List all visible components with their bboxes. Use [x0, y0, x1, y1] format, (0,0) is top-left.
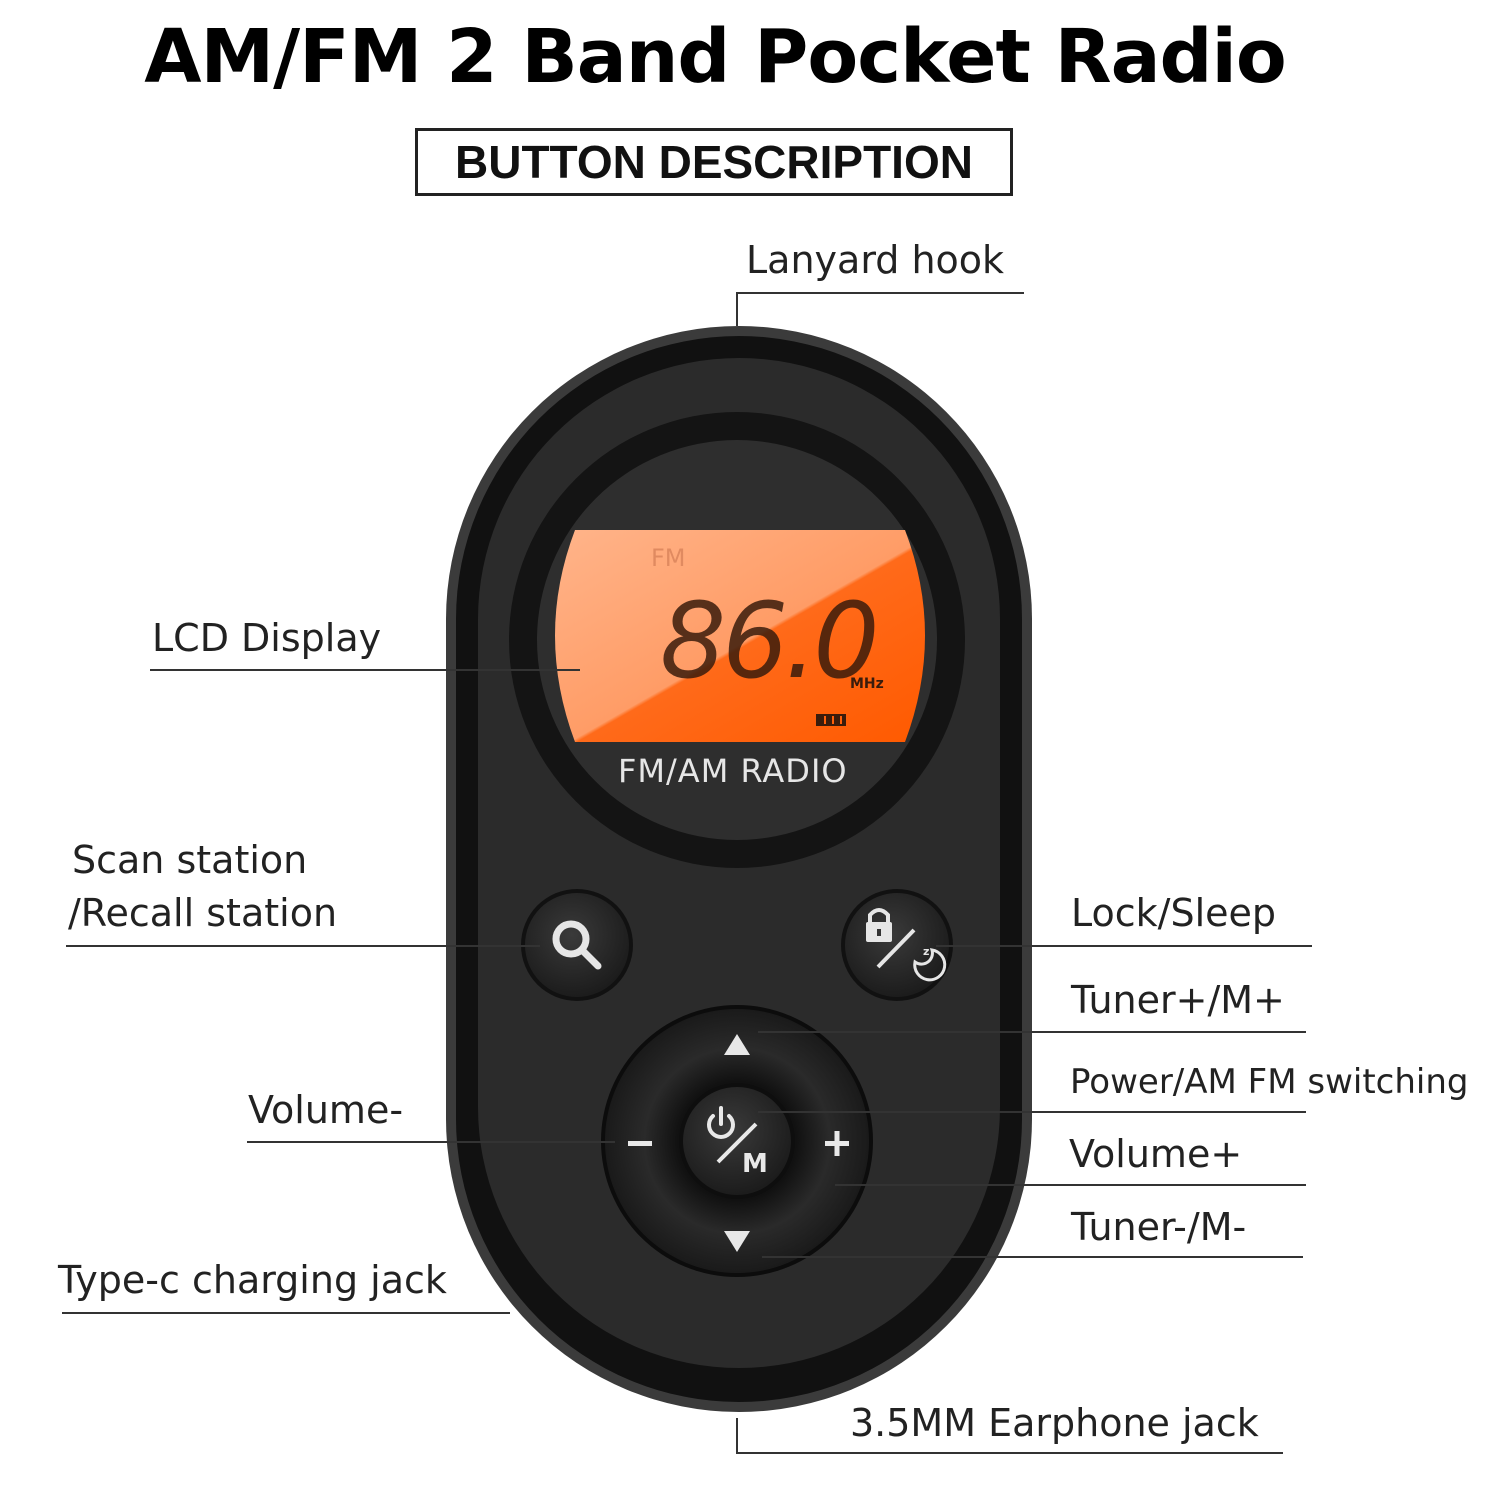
label-power-switch: Power/AM FM switching: [1070, 1062, 1469, 1102]
label-volume-minus: Volume-: [248, 1088, 404, 1132]
label-tuner-plus: Tuner+/M+: [1071, 978, 1285, 1022]
label-earphone-jack: 3.5MM Earphone jack: [850, 1401, 1259, 1445]
callout-lines: [62, 292, 1312, 1454]
section-heading-box: BUTTON DESCRIPTION: [415, 128, 1013, 196]
label-lcd-display: LCD Display: [152, 616, 382, 660]
label-tuner-minus: Tuner-/M-: [1071, 1205, 1247, 1249]
lcd-band-indicator: FM: [651, 544, 686, 572]
svg-text:M: M: [742, 1149, 768, 1179]
tuner-down-icon: [724, 1231, 750, 1252]
brand-text: FM/AM RADIO: [618, 752, 848, 790]
lcd-frequency: 86.0: [660, 580, 880, 702]
tuner-up-icon: [724, 1034, 750, 1055]
battery-icon: [816, 714, 846, 726]
search-icon: [552, 920, 602, 970]
section-heading: BUTTON DESCRIPTION: [455, 136, 973, 188]
label-volume-plus: Volume+: [1069, 1132, 1243, 1176]
volume-plus-icon: [825, 1131, 849, 1156]
lcd-unit: MHz: [850, 676, 884, 692]
label-recall-station: /Recall station: [68, 891, 338, 935]
label-lock-sleep: Lock/Sleep: [1071, 891, 1277, 935]
label-lanyard-hook: Lanyard hook: [746, 238, 1005, 282]
lock-sleep-icon: z: [866, 908, 947, 982]
scan-button: [525, 893, 629, 997]
svg-text:z: z: [923, 945, 929, 958]
label-typec-jack: Type-c charging jack: [58, 1258, 447, 1302]
volume-minus-icon: [628, 1141, 652, 1146]
lcd-screen: [555, 530, 925, 742]
page-title: AM/FM 2 Band Pocket Radio: [144, 14, 1286, 100]
label-scan-station: Scan station: [72, 838, 308, 882]
power-mode-icon: M: [707, 1106, 768, 1179]
